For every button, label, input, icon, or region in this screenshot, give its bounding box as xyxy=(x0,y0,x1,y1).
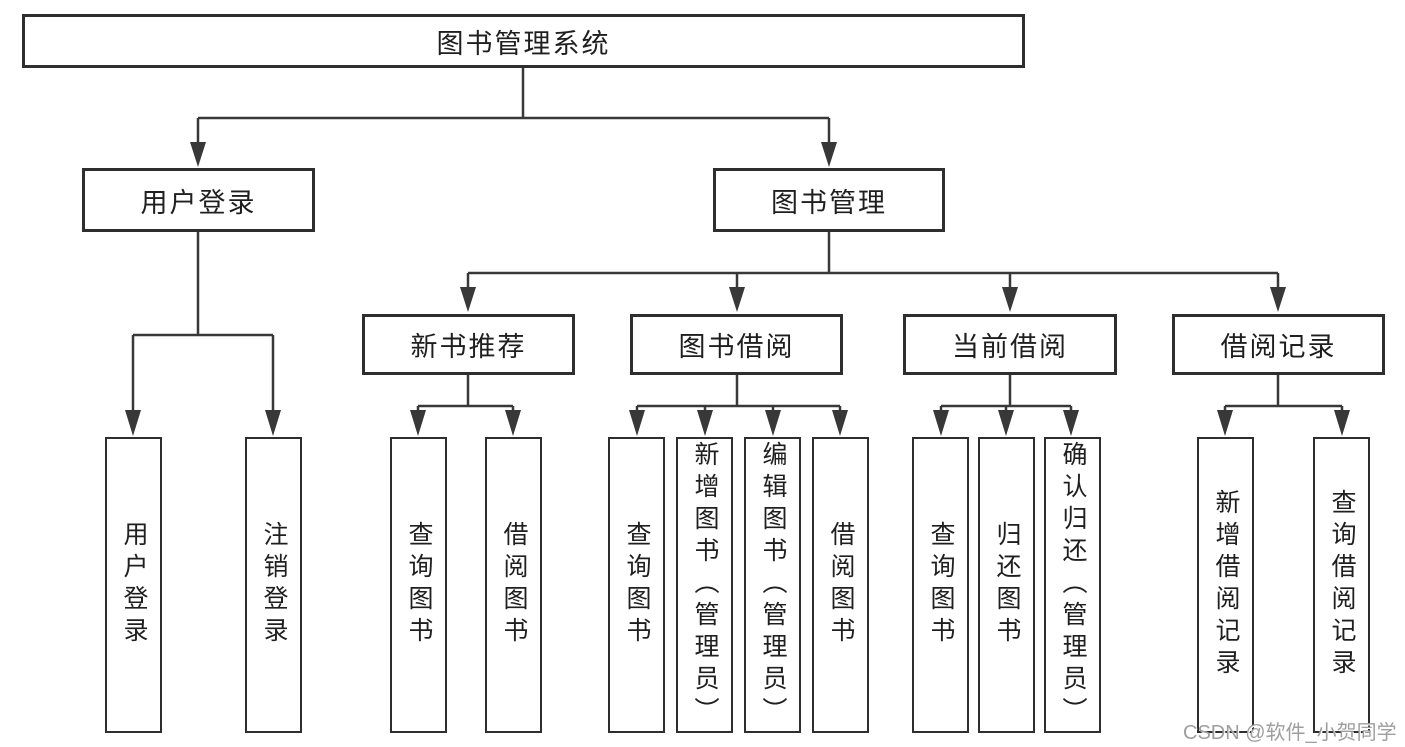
leaf-label: 查询图书 xyxy=(623,521,651,649)
connector-bookmgmt-to-level3 xyxy=(460,232,1286,312)
node-label: 当前借阅 xyxy=(952,332,1068,362)
connector-borrow-to-leaves xyxy=(629,375,848,436)
leaf-query-books-borrowing: 查询图书 xyxy=(608,437,665,733)
leaf-return-book: 归还图书 xyxy=(978,437,1035,733)
leaf-add-book-admin: 新增图书（管理员） xyxy=(676,437,733,733)
leaf-borrow-books-borrowing: 借阅图书 xyxy=(812,437,869,733)
node-borrowing-records: 借阅记录 xyxy=(1172,314,1385,375)
connector-root-to-level2 xyxy=(190,68,837,167)
leaf-label: 借阅图书 xyxy=(500,521,528,649)
leaf-label: 查询图书 xyxy=(405,521,433,649)
connector-records-to-leaves xyxy=(1217,375,1350,436)
node-user-login: 用户登录 xyxy=(82,168,315,232)
leaf-user-login: 用户登录 xyxy=(105,437,162,733)
leaf-label: 确认归还（管理员） xyxy=(1059,441,1087,729)
leaf-label: 查询借阅记录 xyxy=(1328,489,1356,681)
leaf-label: 借阅图书 xyxy=(827,521,855,649)
node-label: 图书借阅 xyxy=(678,332,795,362)
leaf-label: 编辑图书（管理员） xyxy=(759,441,787,729)
leaf-edit-book-admin: 编辑图书（管理员） xyxy=(744,437,801,733)
node-book-management: 图书管理 xyxy=(713,168,945,232)
leaf-confirm-return-admin: 确认归还（管理员） xyxy=(1044,437,1101,733)
leaf-label: 用户登录 xyxy=(120,521,148,649)
node-label: 用户登录 xyxy=(140,187,257,218)
node-label: 图书管理系统 xyxy=(436,28,611,59)
leaf-label: 新增借阅记录 xyxy=(1212,489,1240,681)
node-label: 借阅记录 xyxy=(1220,332,1337,362)
node-current-borrowing: 当前借阅 xyxy=(903,314,1117,375)
connector-current-to-leaves xyxy=(933,375,1079,436)
node-new-book-recommend: 新书推荐 xyxy=(362,314,575,375)
node-book-borrowing: 图书借阅 xyxy=(630,314,843,375)
leaf-add-borrow-record: 新增借阅记录 xyxy=(1197,437,1254,733)
leaf-query-books-current: 查询图书 xyxy=(912,437,969,733)
leaf-label: 查询图书 xyxy=(927,521,955,649)
node-library-management-system: 图书管理系统 xyxy=(22,14,1025,68)
leaf-query-books-recommend: 查询图书 xyxy=(390,437,447,733)
connector-userlogin-to-leaves xyxy=(125,232,281,436)
node-label: 图书管理 xyxy=(771,187,887,218)
leaf-label: 新增图书（管理员） xyxy=(691,441,719,729)
csdn-watermark: CSDN @软件_小贺同学 xyxy=(1183,722,1397,744)
leaf-query-borrow-record: 查询借阅记录 xyxy=(1313,437,1370,733)
node-label: 新书推荐 xyxy=(410,332,527,362)
leaf-label: 注销登录 xyxy=(260,521,288,649)
leaf-borrow-books-recommend: 借阅图书 xyxy=(485,437,542,733)
leaf-logout: 注销登录 xyxy=(245,437,302,733)
connector-newbook-to-leaves xyxy=(410,375,521,436)
leaf-label: 归还图书 xyxy=(993,521,1021,649)
